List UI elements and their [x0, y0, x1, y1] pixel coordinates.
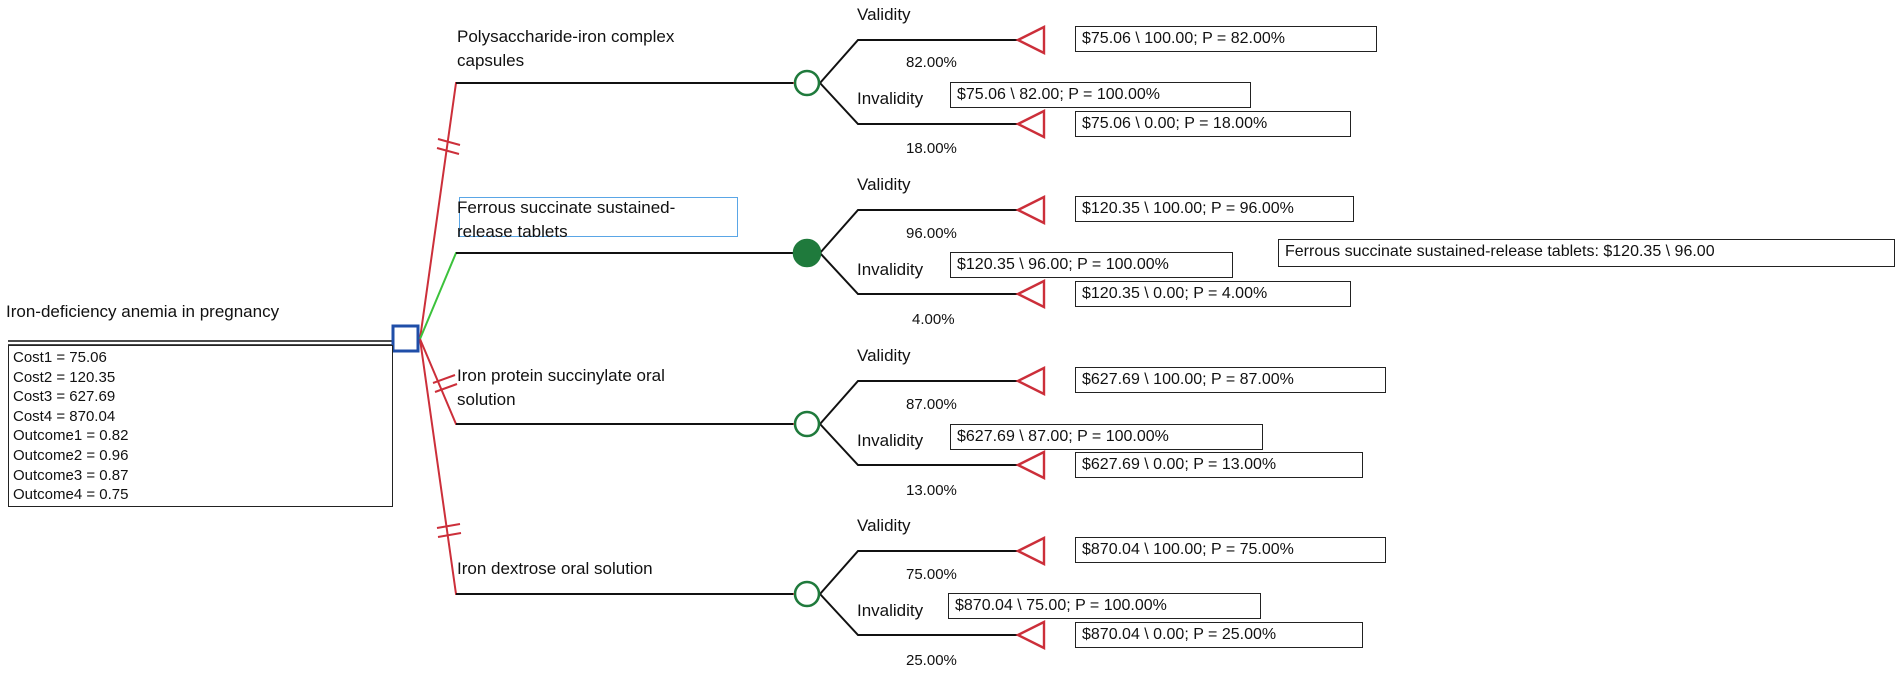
branch-label-4[interactable]: Iron dextrose oral solution: [457, 559, 653, 578]
node-summary: $120.35 \ 96.00; P = 100.00%: [950, 252, 1233, 278]
prune-marks: [432, 138, 462, 538]
branch-horizontals: [456, 82, 793, 595]
terminal-nodes: [1015, 25, 1046, 650]
terminal-node-1a: [1015, 25, 1046, 55]
variable-line: Outcome2 = 0.96: [13, 446, 129, 464]
terminal-node-1b: [1015, 109, 1046, 139]
validity-label: Validity: [857, 175, 911, 194]
chance-lines: [819, 39, 1020, 636]
variable-line: Outcome3 = 0.87: [13, 466, 129, 484]
variable-line: Cost1 = 75.06: [13, 349, 107, 366]
node-summary: $75.06 \ 82.00; P = 100.00%: [950, 82, 1251, 108]
root-title: Iron-deficiency anemia in pregnancy: [6, 302, 280, 321]
terminal-node-2a: [1015, 195, 1046, 225]
terminal-value: $627.69 \ 100.00; P = 87.00%: [1075, 367, 1386, 393]
variables-box[interactable]: Cost1 = 75.06 Cost2 = 120.35 Cost3 = 627…: [8, 345, 393, 507]
variable-line: Outcome4 = 0.75: [13, 486, 129, 504]
invalidity-label: Invalidity: [857, 89, 924, 108]
terminal-value: $120.35 \ 0.00; P = 4.00%: [1075, 281, 1351, 307]
invalidity-pct: 18.00%: [906, 140, 957, 157]
validity-label: Validity: [857, 346, 911, 365]
variable-line: Cost3 = 627.69: [13, 388, 116, 406]
invalidity-label: Invalidity: [857, 431, 924, 450]
variable-line: Cost4 = 870.04: [13, 407, 116, 425]
branch-label-2[interactable]: Ferrous succinate sustained-release tabl…: [457, 198, 676, 241]
optimal-summary: Ferrous succinate sustained-release tabl…: [1278, 239, 1895, 267]
validity-pct: 82.00%: [906, 54, 957, 71]
chance-node-3: [793, 410, 821, 438]
validity-pct: 87.00%: [906, 396, 957, 413]
invalidity-label: Invalidity: [857, 601, 924, 620]
validity-label: Validity: [857, 516, 911, 535]
chance-node-4: [793, 580, 821, 608]
variable-line: Cost2 = 120.35: [13, 368, 116, 386]
branch-line-2: [419, 252, 800, 340]
terminal-value: $627.69 \ 0.00; P = 13.00%: [1075, 452, 1363, 478]
terminal-node-4a: [1015, 536, 1046, 566]
terminal-value: $75.06 \ 0.00; P = 18.00%: [1075, 111, 1351, 137]
terminal-node-4b: [1015, 620, 1046, 650]
invalidity-pct: 25.00%: [906, 652, 957, 669]
validity-pct: 75.00%: [906, 566, 957, 583]
invalidity-label: Invalidity: [857, 260, 924, 279]
validity-pct: 96.00%: [906, 225, 957, 242]
validity-label: Validity: [857, 5, 911, 24]
decision-node: [391, 324, 420, 353]
terminal-value: $870.04 \ 100.00; P = 75.00%: [1075, 537, 1386, 563]
node-summary: $627.69 \ 87.00; P = 100.00%: [950, 424, 1263, 450]
selection-outline: [459, 197, 738, 237]
terminal-node-2b: [1015, 279, 1046, 309]
terminal-node-3b: [1015, 450, 1046, 480]
variable-line: Outcome1 = 0.82: [13, 427, 129, 445]
invalidity-pct: 13.00%: [906, 482, 957, 499]
chance-node-1: [793, 69, 821, 97]
terminal-value: $75.06 \ 100.00; P = 82.00%: [1075, 26, 1377, 52]
chance-node-2: [792, 238, 822, 268]
terminal-value: $870.04 \ 0.00; P = 25.00%: [1075, 622, 1363, 648]
terminal-value: $120.35 \ 100.00; P = 96.00%: [1075, 196, 1354, 222]
terminal-node-3a: [1015, 366, 1046, 396]
node-summary: $870.04 \ 75.00; P = 100.00%: [948, 593, 1261, 619]
decision-branches: [419, 82, 800, 595]
invalidity-pct: 4.00%: [912, 311, 955, 328]
